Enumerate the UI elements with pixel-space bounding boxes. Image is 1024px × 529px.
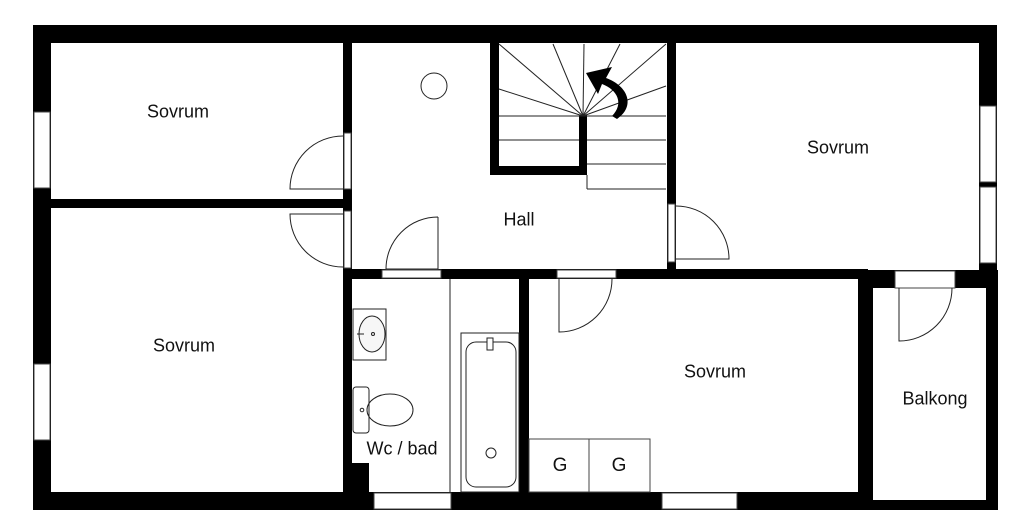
toilet-icon <box>352 386 370 434</box>
wardrobes <box>528 438 651 493</box>
room-label-bathroom: Wc / bad <box>366 438 438 459</box>
washbasin-icon <box>352 308 387 361</box>
door-openings <box>343 132 956 289</box>
bathroom-fixtures <box>352 279 520 493</box>
door-swings <box>289 135 953 342</box>
windows <box>33 105 997 510</box>
bathtub-icon <box>465 341 517 488</box>
room-label-bedroom-top-right: Sovrum <box>806 137 870 158</box>
wardrobe-label: G <box>552 455 568 476</box>
room-label-hall: Hall <box>503 209 535 230</box>
round-column-icon <box>420 72 448 100</box>
room-label-bedroom-top-left: Sovrum <box>146 101 210 122</box>
wardrobe-label: G <box>611 455 627 476</box>
stair-direction-arrow-icon <box>586 67 628 119</box>
room-label-bedroom-left: Sovrum <box>152 335 216 356</box>
room-label-balcony: Balkong <box>902 388 968 409</box>
room-label-bedroom-bottom: Sovrum <box>683 361 747 382</box>
